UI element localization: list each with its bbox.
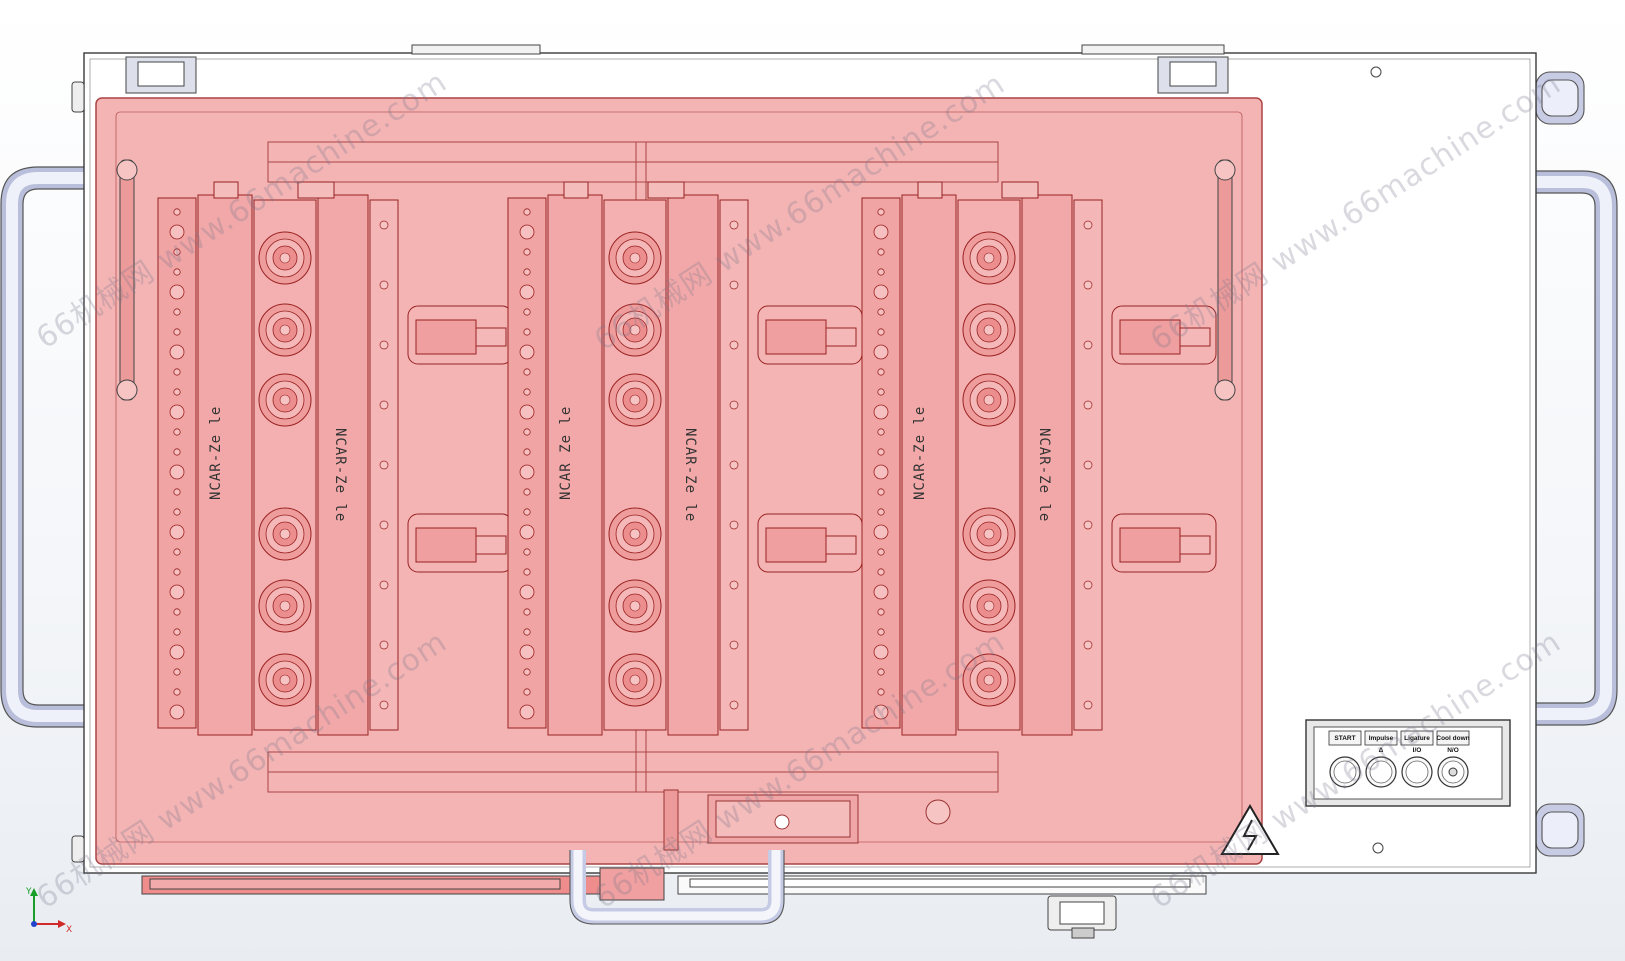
- module-3: NCAR-Ze le NCAR-Ze le: [861, 181, 1217, 736]
- socket-icon: [962, 579, 1016, 633]
- y-axis-label: Y: [25, 887, 32, 897]
- actuator: [757, 513, 863, 573]
- module-label-right: NCAR-Ze le: [332, 428, 348, 522]
- socket-icon: [608, 231, 662, 285]
- modules-layer: NCAR-Ze le NCAR-Ze le NCAR Ze le NCAR-Ze le…: [157, 181, 1217, 736]
- socket-icon: [608, 507, 662, 561]
- actuator: [1111, 513, 1217, 573]
- x-axis-label: X: [66, 925, 72, 935]
- module-label-right: NCAR-Ze le: [1036, 428, 1052, 522]
- axis-triad: Y X: [25, 887, 72, 935]
- socket-icon: [258, 507, 312, 561]
- panel-button-label: Impulse: [1369, 735, 1394, 742]
- socket-icon: [962, 303, 1016, 357]
- socket-icon: [258, 579, 312, 633]
- panel-button-sub: I/O: [1413, 747, 1422, 754]
- socket-icon: [258, 373, 312, 427]
- socket-icon: [962, 373, 1016, 427]
- module-label-left: NCAR-Ze le: [912, 406, 928, 500]
- bottom-latch: [1047, 895, 1117, 939]
- socket-icon: [962, 231, 1016, 285]
- hinge-right: [1157, 56, 1229, 94]
- actuator: [757, 305, 863, 365]
- socket-icon: [258, 231, 312, 285]
- socket-icon: [962, 653, 1016, 707]
- panel-button-label: Ligature: [1404, 735, 1430, 742]
- panel-button-label: Cool down: [1436, 735, 1469, 742]
- module-2: NCAR Ze le NCAR-Ze le: [507, 181, 863, 736]
- module-label-left: NCAR Ze le: [558, 406, 574, 500]
- socket-icon: [608, 579, 662, 633]
- socket-icon: [608, 653, 662, 707]
- roller-top-right: [1535, 71, 1585, 125]
- panel-button-label: START: [1334, 735, 1355, 742]
- connector-box: [663, 789, 951, 851]
- socket-icon: [258, 653, 312, 707]
- actuator: [407, 305, 513, 365]
- gas-spring-right: [1214, 159, 1236, 401]
- panel-button-1[interactable]: START: [1328, 730, 1362, 788]
- actuator: [1111, 305, 1217, 365]
- hinge-left: [125, 56, 197, 94]
- gas-spring-left: [116, 159, 138, 401]
- panel-button-sub: Δ: [1379, 747, 1384, 754]
- panel-button-sub: N/O: [1447, 747, 1459, 754]
- socket-icon: [608, 303, 662, 357]
- bottom-handle: [569, 850, 785, 925]
- module-1: NCAR-Ze le NCAR-Ze le: [157, 181, 513, 736]
- socket-icon: [258, 303, 312, 357]
- socket-icon: [962, 507, 1016, 561]
- module-label-right: NCAR-Ze le: [682, 428, 698, 522]
- bottom-rail: [141, 867, 1207, 901]
- roller-bottom-right: [1535, 803, 1585, 857]
- hazard-sign-icon: [1220, 804, 1280, 855]
- actuator: [407, 513, 513, 573]
- module-label-left: NCAR-Ze le: [208, 406, 224, 500]
- socket-icon: [608, 373, 662, 427]
- left-handle: [0, 166, 84, 728]
- right-handle: [1536, 170, 1618, 726]
